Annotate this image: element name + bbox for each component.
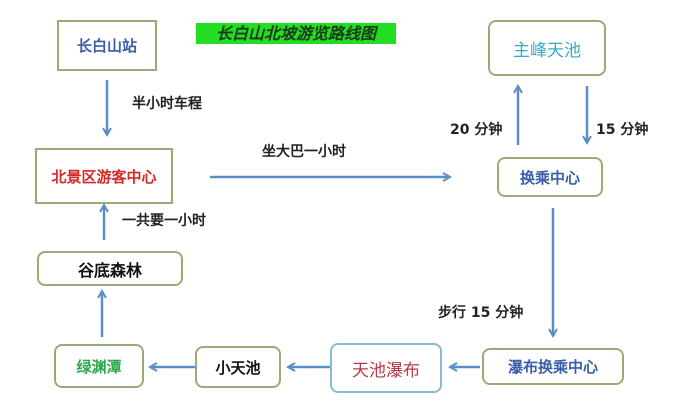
node-small-tianchi: 小天池 xyxy=(195,346,281,388)
label-forest-to-center: 一共要一小时 xyxy=(122,213,206,229)
node-tianchi-waterfall: 天池瀑布 xyxy=(330,343,442,393)
label-walk-15min: 步行 15 分钟 xyxy=(438,305,524,321)
node-lvyuan-pool: 绿渊潭 xyxy=(54,344,144,388)
node-north-visitor-center: 北景区游客中心 xyxy=(35,148,173,204)
label-peak-to-transfer: 15 分钟 xyxy=(596,122,649,138)
node-zhufeng-tianchi: 主峰天池 xyxy=(488,20,606,76)
node-changbaishan-station: 长白山站 xyxy=(57,20,157,71)
label-center-to-transfer: 坐大巴一小时 xyxy=(262,144,346,160)
node-transfer-center: 换乘中心 xyxy=(497,157,603,197)
node-waterfall-transfer-center: 瀑布换乘中心 xyxy=(482,348,624,385)
diagram-title: 长白山北坡游览路线图 xyxy=(196,23,396,44)
label-station-to-center: 半小时车程 xyxy=(132,96,202,112)
node-valley-forest: 谷底森林 xyxy=(37,251,183,286)
label-transfer-to-peak: 20 分钟 xyxy=(450,122,503,138)
